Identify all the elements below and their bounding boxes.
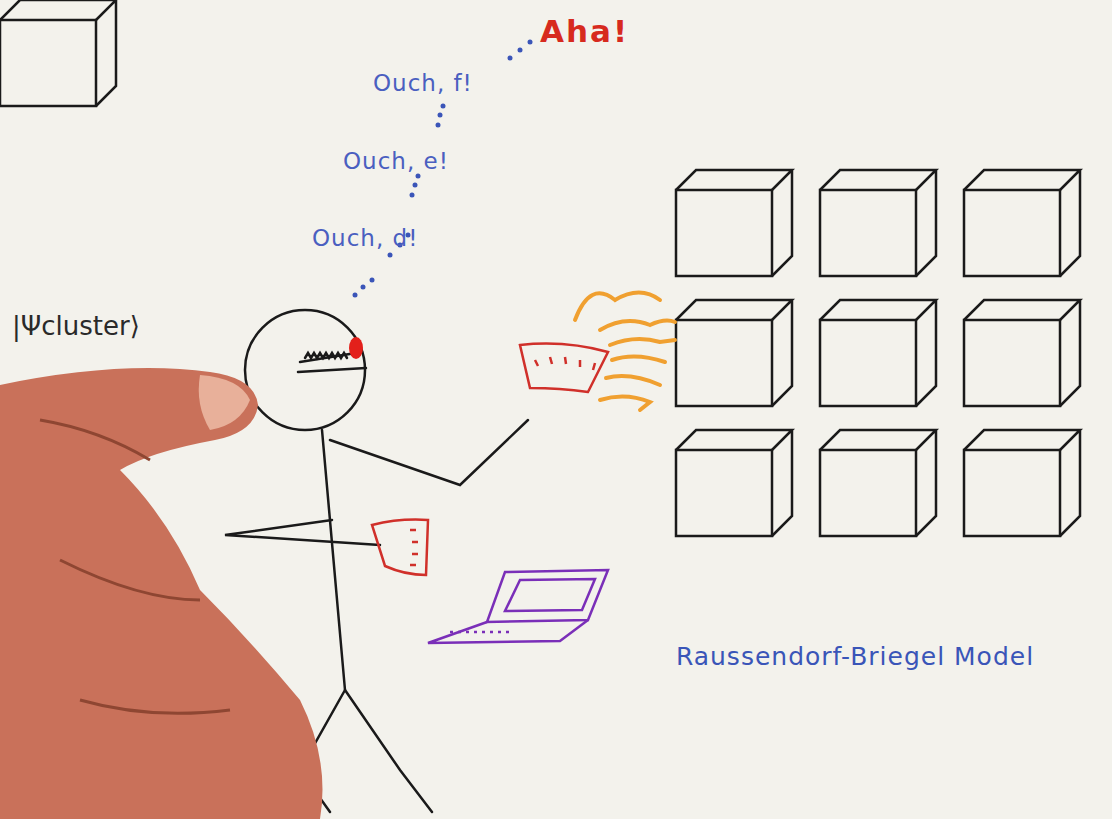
exclamation-text: Aha! — [540, 14, 629, 50]
thought-text: Ouch, f! — [373, 70, 473, 96]
thought-text: Ouch, d! — [312, 225, 418, 251]
state-label: |Ψcluster⟩ — [12, 312, 140, 342]
pointing-hand — [0, 368, 323, 819]
measurement-waves — [575, 293, 675, 411]
cube-grid — [0, 0, 1080, 536]
thought-text: Ouch, e! — [343, 148, 449, 174]
detector-symbol — [372, 344, 608, 575]
model-title: Raussendorf-Briegel Model — [665, 638, 1045, 676]
cheek-dot — [349, 337, 363, 359]
laptop-icon — [428, 570, 608, 643]
